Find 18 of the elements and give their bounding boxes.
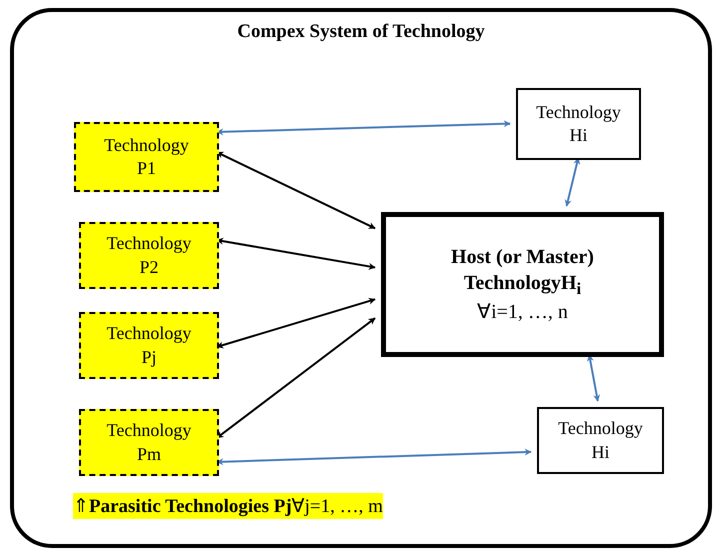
box-label: Technology Hi [557,417,644,464]
box-label: Technology Pm [106,419,192,466]
box-label: Technology P1 [103,134,190,180]
box-subtext: ∀i=1, …, n [476,300,569,326]
host-technology-box [516,88,641,160]
container-heading: Compex System of Technology [236,20,486,44]
parasitic-technology-box [79,312,219,379]
host-technology-box [537,407,664,474]
system-container [10,8,712,548]
parasitic-technology-box [79,222,219,289]
box-label: Technology Pj [106,322,192,369]
master-technology-box [381,212,664,357]
box-heading: Host (or Master) TechnologyH$_{i}$ [450,244,595,300]
parasitic-technology-box [74,122,219,192]
legend-note: ⇑Parasitic Technologies Pj∀j=1, …, m [73,493,383,519]
box-label: Technology Hi [535,100,622,147]
box-label: Technology P2 [106,232,192,278]
parasitic-technology-box [79,409,219,476]
